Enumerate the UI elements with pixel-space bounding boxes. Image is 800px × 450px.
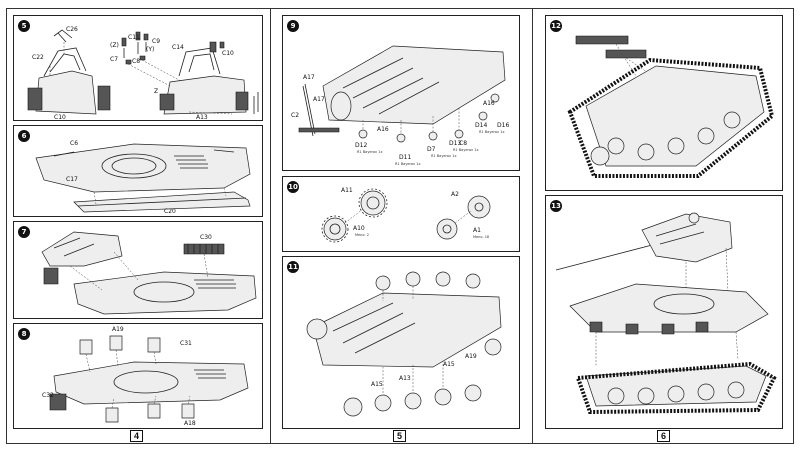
- page-number: 6: [657, 430, 670, 442]
- part-note: Meno. 2: [355, 233, 369, 237]
- step-12-panel: 12: [545, 15, 783, 191]
- step-number: 9: [287, 20, 299, 32]
- part-label: C31: [180, 340, 192, 347]
- step-10-drawing: [321, 188, 491, 243]
- step-number: 5: [18, 20, 30, 32]
- page-number: 5: [393, 430, 406, 442]
- part-label: (Z): [110, 42, 119, 49]
- step-6-panel: 6 C6 C17 C20: [13, 125, 263, 217]
- step-number: 7: [18, 226, 30, 238]
- part-label: C10: [54, 114, 66, 121]
- part-label: A16: [377, 126, 389, 133]
- part-label: A1: [473, 227, 481, 234]
- step-8-panel: 8 A19 C31 C32 A18: [13, 323, 263, 429]
- part-label: A17: [303, 74, 315, 81]
- part-label: C17: [66, 176, 78, 183]
- part-label: (Y): [146, 46, 155, 53]
- part-label: A2: [451, 191, 459, 198]
- part-label: C26: [66, 26, 78, 33]
- part-note: R1 Bayerov 1x: [395, 162, 421, 166]
- step-number: 6: [18, 130, 30, 142]
- part-label: A16: [483, 100, 495, 107]
- part-label: A19: [112, 326, 124, 333]
- part-label: A11: [341, 187, 353, 194]
- step-13-drawing: [555, 212, 777, 415]
- part-label: D11: [399, 154, 412, 161]
- part-label: C10: [222, 50, 234, 57]
- part-label: A15: [371, 381, 383, 388]
- part-label: A18: [184, 420, 196, 427]
- part-label: D16: [497, 122, 510, 129]
- step-11-drawing: [306, 271, 502, 417]
- step-11-panel: 11 A15 A13 A15 A19: [282, 256, 520, 429]
- part-label: C2: [291, 112, 300, 119]
- part-note: Meno. 18: [473, 235, 490, 239]
- part-label: D12: [355, 142, 368, 149]
- step-6-drawing: [35, 143, 251, 213]
- step-number: 13: [550, 200, 562, 212]
- part-label: C32: [42, 392, 54, 399]
- part-label: C22: [32, 54, 44, 61]
- part-label: C11: [128, 34, 140, 41]
- step-number: 11: [287, 261, 299, 273]
- step-number: 12: [550, 20, 562, 32]
- part-label: C7: [110, 56, 119, 63]
- part-label: A15: [443, 361, 455, 368]
- step-number: 8: [18, 328, 30, 340]
- step-10-panel: 10 A11 A10 A2 A1 Meno. 2 Meno. 18: [282, 176, 520, 252]
- part-label: Z: [154, 88, 159, 95]
- part-label: A19: [465, 353, 477, 360]
- step-9-panel: 9 A17 A17 C2 A16 A16 D12 D11 D7 D13 D14 …: [282, 15, 520, 171]
- part-label: A10: [353, 225, 365, 232]
- step-13-panel: 13: [545, 195, 783, 429]
- instruction-sheet: [6, 8, 794, 444]
- part-label: C30: [200, 234, 212, 241]
- part-label: C8: [132, 58, 141, 65]
- step-9-drawing: [298, 45, 506, 143]
- part-note: R1 Bayerov 1x: [357, 150, 383, 154]
- step-number: 10: [287, 181, 299, 193]
- part-label: A17: [313, 96, 325, 103]
- part-note: R1 Bayerov 1x: [479, 130, 505, 134]
- step-5-drawing: [27, 29, 259, 115]
- column-divider: [270, 8, 271, 444]
- part-label: C14: [172, 44, 184, 51]
- step-12-drawing: [567, 35, 775, 178]
- part-label: D13: [449, 140, 462, 147]
- part-note: R1 Bayerov 1x: [431, 154, 457, 158]
- part-label: C20: [164, 208, 176, 215]
- part-label: D14: [475, 122, 488, 129]
- step-8-drawing: [49, 335, 249, 423]
- column-divider: [532, 8, 533, 444]
- part-label: C8: [459, 140, 468, 147]
- page-number: 4: [130, 430, 143, 442]
- step-7-drawing: [41, 231, 257, 315]
- step-7-panel: 7 C30: [13, 221, 263, 319]
- step-5-panel: 5 C26 C22 C11 (Z) C7 C8 C9 (Y) C14 C10 C…: [13, 15, 263, 121]
- part-label: A13: [196, 114, 208, 121]
- part-label: D7: [427, 146, 436, 153]
- part-label: C9: [152, 38, 161, 45]
- part-label: A13: [399, 375, 411, 382]
- part-label: C6: [70, 140, 79, 147]
- part-note: R1 Bayerov 1x: [453, 148, 479, 152]
